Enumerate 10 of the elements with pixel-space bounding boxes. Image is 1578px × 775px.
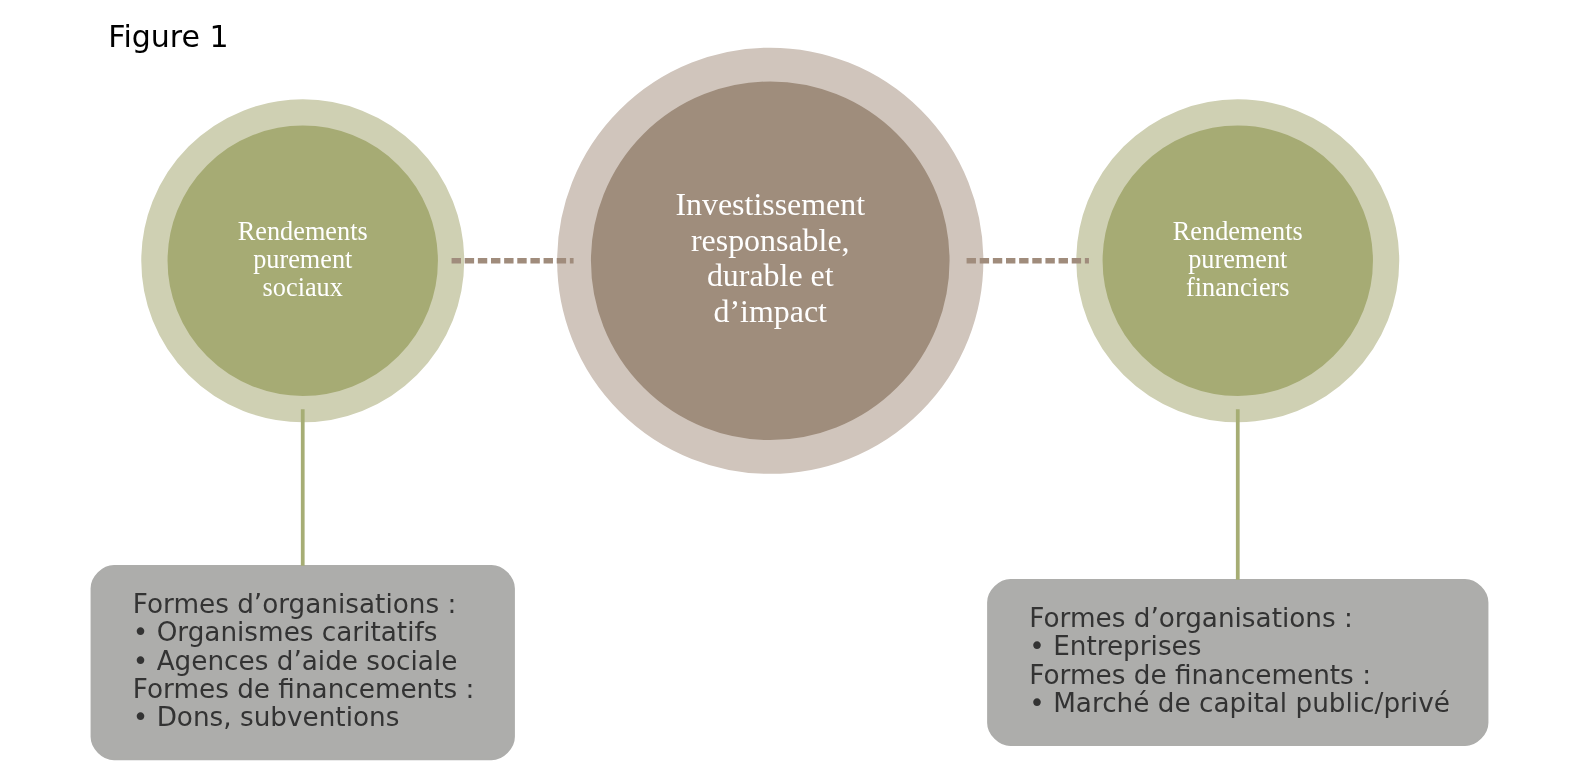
node-circle: Rendements purement financiers	[1075, 99, 1399, 423]
node-box: Formes d’organisations : • Entreprises Formes de financements : • Marché de capital public/privé	[986, 579, 1488, 747]
node-circle: Rendements purement sociaux	[140, 99, 464, 423]
connector	[300, 409, 305, 566]
connector	[451, 257, 574, 264]
connector	[1235, 409, 1240, 580]
node-circle: Investissement responsable, durable et d’impact	[556, 47, 983, 474]
diagram-title: Figure 1	[107, 19, 229, 55]
connector	[966, 257, 1089, 264]
node-box: Formes d’organisations : • Organismes caritatifs • Agences d’aide sociale Formes de financements : • Dons, subventions	[90, 564, 515, 761]
